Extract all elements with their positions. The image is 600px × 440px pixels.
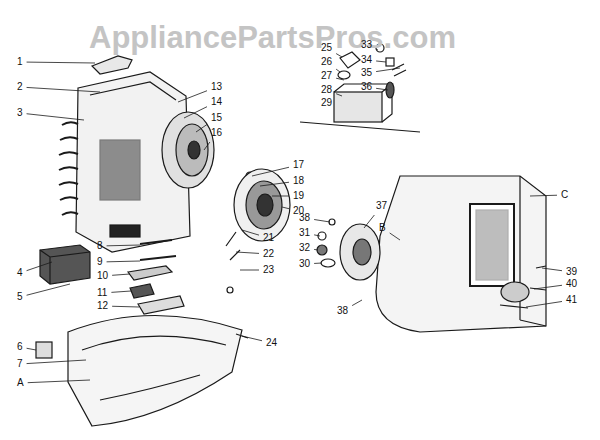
callout-number: A xyxy=(16,377,25,389)
callout-number: 9 xyxy=(96,256,104,268)
leader-line xyxy=(314,235,320,236)
leader-line xyxy=(390,233,400,240)
leader-line xyxy=(336,78,344,80)
leader-line xyxy=(28,380,90,383)
callout-number: 41 xyxy=(565,294,578,306)
leader-line xyxy=(282,207,289,209)
callout-number: 38 xyxy=(336,305,349,317)
callout-number: 2 xyxy=(16,81,24,93)
leader-line xyxy=(242,336,262,341)
callout-number: 14 xyxy=(210,96,223,108)
leader-line xyxy=(27,262,52,271)
callout-number: 27 xyxy=(320,70,333,82)
leader-line xyxy=(252,167,289,176)
callout-number: 10 xyxy=(96,270,109,282)
callout-number: 18 xyxy=(292,175,305,187)
callout-number: 29 xyxy=(320,97,333,109)
callout-number: 32 xyxy=(298,242,311,254)
leader-line xyxy=(364,215,374,228)
callout-number: 7 xyxy=(16,358,24,370)
leader-line xyxy=(112,306,139,308)
callout-number: 15 xyxy=(210,112,223,124)
leader-line xyxy=(272,196,289,197)
leader-line xyxy=(242,230,259,235)
callout-number: 39 xyxy=(565,266,578,278)
callout-number: 19 xyxy=(292,190,305,202)
leader-line xyxy=(204,142,210,150)
leader-line xyxy=(184,107,207,118)
leader-line xyxy=(376,61,386,62)
callout-number: 40 xyxy=(565,278,578,290)
leader-line xyxy=(376,68,400,72)
callout-number: 11 xyxy=(96,287,108,299)
leader-line xyxy=(336,69,340,72)
leader-line xyxy=(27,87,100,92)
callout-number: 26 xyxy=(320,56,333,68)
callout-number: 5 xyxy=(16,291,24,303)
leader-line xyxy=(542,268,562,271)
callout-number: 17 xyxy=(292,159,305,171)
callout-number: 28 xyxy=(320,84,333,96)
callout-number: 38 xyxy=(298,212,311,224)
callout-number: 12 xyxy=(96,300,109,312)
leader-line xyxy=(236,252,259,253)
leader-line xyxy=(107,245,140,247)
leader-line xyxy=(376,88,388,90)
leader-line xyxy=(314,263,322,264)
callout-number: 21 xyxy=(262,232,275,244)
callout-number: 36 xyxy=(360,81,373,93)
callout-number: 6 xyxy=(16,341,24,353)
leader-line xyxy=(534,285,562,289)
leader-line xyxy=(27,62,95,64)
callout-number: 24 xyxy=(265,337,278,349)
callout-number: 25 xyxy=(320,42,333,54)
leader-line xyxy=(352,300,362,306)
callout-number: 8 xyxy=(96,240,104,252)
leader-line xyxy=(314,220,330,222)
leader-line xyxy=(27,114,84,120)
leader-line xyxy=(314,249,318,251)
callout-number: 37 xyxy=(375,200,388,212)
leader-line xyxy=(240,270,259,271)
leader-line xyxy=(526,301,562,307)
callout-number: 4 xyxy=(16,267,24,279)
callout-number: 35 xyxy=(360,67,373,79)
callout-number: 16 xyxy=(210,127,223,139)
leader-line xyxy=(27,284,70,295)
callout-number: 30 xyxy=(298,258,311,270)
leader-line xyxy=(178,91,207,102)
callout-number: 34 xyxy=(360,54,373,66)
leader-line xyxy=(27,348,36,350)
leader-line xyxy=(196,125,207,132)
leader-line xyxy=(530,195,557,197)
callout-number: 33 xyxy=(360,39,373,51)
callout-number: 3 xyxy=(16,107,24,119)
leader-line xyxy=(112,274,130,275)
leader-line xyxy=(107,261,140,263)
callout-number: C xyxy=(560,189,569,201)
leader-line xyxy=(336,94,342,96)
watermark: AppliancePartsPros.com xyxy=(88,20,457,56)
callout-number: 1 xyxy=(16,56,24,68)
leader-line xyxy=(111,291,131,292)
leader-line xyxy=(27,360,86,364)
callout-number: 31 xyxy=(298,227,311,239)
callout-number: B xyxy=(378,222,387,234)
callout-number: 23 xyxy=(262,264,275,276)
callout-number: 22 xyxy=(262,248,275,260)
callout-number: 13 xyxy=(210,81,223,93)
leader-line xyxy=(260,182,289,186)
